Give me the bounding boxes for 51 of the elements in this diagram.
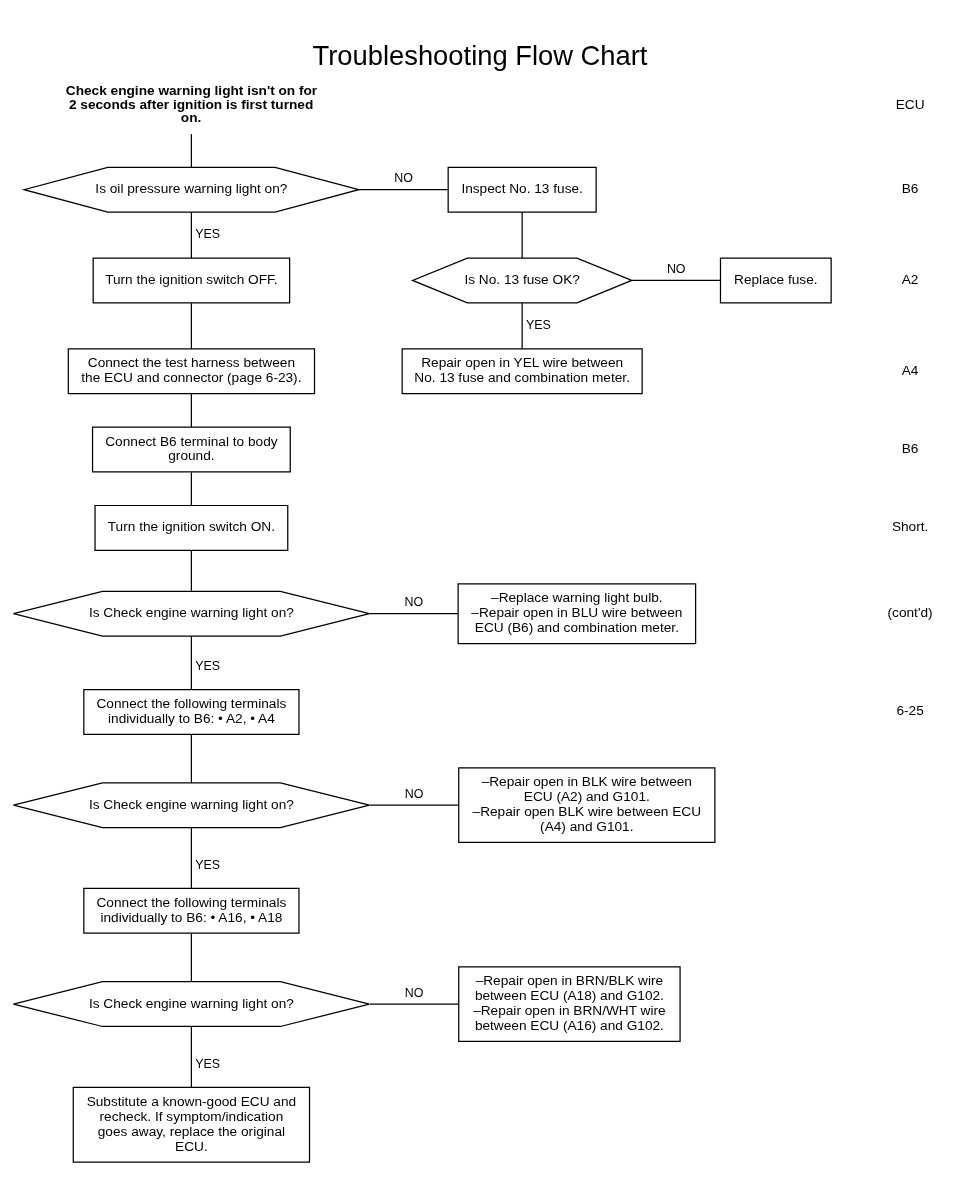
node-box: Connect the following terminals individually to B6: • A2, • A4: [83, 688, 300, 735]
connector: [190, 302, 192, 350]
label: (cont'd): [887, 605, 933, 621]
edge-label: NO: [404, 985, 424, 1000]
edge-label: YES: [195, 658, 220, 673]
edge-label: NO: [394, 171, 413, 186]
node-box: Replace fuse.: [719, 257, 832, 304]
label: A4: [901, 362, 919, 378]
connector: [190, 635, 192, 691]
label: 6-25: [896, 703, 924, 719]
edge-label: NO: [404, 595, 424, 610]
node-box: Inspect No. 13 fuse.: [447, 166, 597, 213]
node-text: Check engine warning light isn't on for 2 seconds after ignition is first turned on.: [65, 82, 318, 126]
node-box: Repair open in YEL wire between No. 13 fuse and combination meter.: [401, 348, 643, 395]
connector: [631, 279, 721, 282]
connector: [369, 1003, 460, 1005]
node-box: Connect the test harness between the ECU and connector (page 6-23).: [67, 348, 316, 395]
node-box: Connect the following terminals individually to B6: • A16, • A18: [83, 887, 300, 934]
connector: [190, 827, 192, 889]
connector: [190, 133, 192, 168]
node-box: –Repair open in BRN/BLK wire between ECU (A18) and G102. –Repair open in BRN/WHT wire between ECU (A16) and G102.: [458, 966, 681, 1043]
label: Short.: [891, 519, 929, 535]
connector: [190, 471, 192, 506]
diagram-title: Troubleshooting Flow Chart: [312, 39, 648, 71]
node-box: Connect B6 terminal to body ground.: [91, 426, 291, 473]
connector: [190, 393, 192, 428]
connector: [190, 549, 192, 592]
connector: [368, 613, 459, 615]
label: A2: [901, 271, 919, 287]
label: B6: [901, 441, 919, 457]
edge-label: YES: [525, 317, 551, 332]
node-box: Substitute a known-good ECU and recheck. If symptom/indication goes away, replace the original ECU.: [72, 1086, 311, 1163]
connector: [190, 933, 192, 983]
label: B6: [901, 181, 919, 197]
node-box: –Replace warning light bulb. –Repair open in BLU wire between ECU (B6) and combination meter.: [457, 583, 697, 645]
connector: [521, 211, 523, 259]
connector: [190, 211, 192, 259]
edge-label: YES: [195, 227, 220, 242]
connector: [358, 189, 449, 191]
connector: [368, 804, 459, 806]
connector: [190, 734, 192, 784]
edge-label: YES: [195, 1056, 220, 1071]
edge-label: NO: [404, 786, 424, 801]
edge-label: NO: [666, 261, 686, 276]
label: ECU: [895, 97, 925, 113]
connector: [190, 1026, 192, 1088]
edge-label: YES: [195, 857, 220, 872]
connector: [521, 302, 523, 350]
node-box: Turn the ignition switch ON.: [94, 504, 289, 551]
node-box: Turn the ignition switch OFF.: [92, 257, 291, 304]
node-box: –Repair open in BLK wire between ECU (A2) and G101. –Repair open BLK wire between ECU (A4) and G101.: [458, 767, 716, 844]
